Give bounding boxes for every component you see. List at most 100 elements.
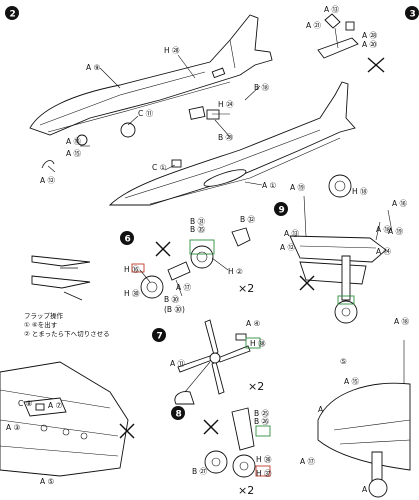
engine-cowl-part [231,227,251,247]
wing-part-c8 [35,403,45,411]
label-h6-right: H ② [228,267,243,276]
step-7-badge [152,328,166,342]
label-b27: B ㉗ [192,467,208,476]
step-7-number: 7 [157,332,163,342]
label-h36: H ㊱ [256,455,272,464]
left-fuselage-half [29,14,273,136]
lower-gear-wheel [368,478,388,498]
step-3-part-top [324,13,341,29]
label-a19-r: A ⑲ [388,227,404,236]
label-b31: B ㉛ [190,217,206,226]
label-a1: A ① [262,181,277,190]
label-h30: H ㉚ [124,289,140,298]
label-b28: B ㉘ [218,133,234,142]
propeller-hub [209,352,221,364]
engine-front-cylinders [140,275,164,299]
engine-rear-cylinders [190,245,214,269]
label-a7-left: A ⑦ [48,401,63,410]
step-6-number: 6 [125,235,131,245]
exhaust-panel [203,169,247,187]
label-a11: A ⑪ [170,359,186,368]
label-a-top: A ⑬ [324,5,340,14]
flap-note-line-1: ① ⑥を出す [24,320,58,329]
engine-mount-part [167,261,191,281]
label-c1: C ① [152,163,167,172]
gear-strut-9 [341,255,351,301]
label-b30: B ㉚ [164,295,180,304]
control-stick-base [76,134,88,146]
prop-shaft-part [235,333,247,341]
wing-gear-bay-cutout [23,397,67,417]
label-h18: H ⑱ [352,187,368,196]
flap-note-title: フラップ操作 [24,311,64,320]
propeller-blade-1 [204,319,219,356]
label-a9: A ⑨ [86,63,101,72]
multiplier-step-8: ×2 [238,484,254,497]
label-c-lower: C ⑪ [138,109,154,118]
label-a14-9: A ⑭ [376,247,392,256]
label-b32: B ㉜ [240,215,256,224]
right-fuselage-half [108,81,356,206]
label-a12-9: A ⑫ [280,243,296,252]
multiplier-step-7: ×2 [248,380,264,393]
step-3-number: 3 [410,10,416,20]
lower-gear-bay [317,382,411,471]
multiplier-step-6: ×2 [238,282,254,295]
label-h24: H ㉔ [218,100,234,109]
spinner-part [174,391,195,405]
label-h6-left: H ⑯ [124,265,140,274]
flap-detail-lower [31,275,91,289]
label-a16: A ⑯ [66,137,82,146]
tail-gear-part [211,67,226,79]
step-2-badge [5,6,19,20]
label-a4: A ④ [246,319,261,328]
label-a5: A ⑤ [40,477,55,486]
step-9-badge [274,202,288,216]
step-3-part-small [345,21,355,31]
wing-section [0,361,129,477]
label-b25: B ㉕ [254,409,270,418]
step-6-badge [120,231,134,245]
label-b18: B ⑱ [254,83,270,92]
step-3-partial: 3 A ⑬ A ㉘ A ⑳ A ㉑ [306,5,419,73]
wheel-left [204,450,228,474]
lower-gear-strut [371,451,383,483]
landing-gear-strut [231,407,255,451]
wheel-right [232,454,256,478]
label-c8: C ⑧ [18,399,33,408]
pilot-seat-part [120,122,136,138]
main-wheel-9 [334,300,358,324]
label-a18-r: A ⑱ [394,317,410,326]
canopy-clip-part [171,159,182,168]
step-2-number: 2 [10,10,16,20]
flap-operation-note: フラップ操作 ① ⑥を出す ② とまったら下へ切りさせる [24,255,110,338]
step-8-badge [171,406,185,420]
radiator-part [206,109,220,120]
label-a19: A ⑲ [290,183,306,192]
label-b35: B ㉟ [190,225,206,234]
label-a15: A ⑮ [66,149,82,158]
lower-left-wing-view: C ⑧ A ⑦ A ③ A ⑤ [0,361,135,486]
label-a17: A ⑰ [176,283,192,292]
label-h38: H ㊳ [250,339,266,348]
label-a12-left: A ⑫ [40,176,56,185]
step-8-number: 8 [176,410,182,420]
label-a18-9: A ⑱ [376,225,392,234]
right-edge-gear-view: A ⑯ A ⑲ A ⑱ ⑤ A ⑮ A ⑬ A ⑰ A ⑫ [300,199,411,498]
label-b26: B ㉖ [254,417,270,426]
label-a15-r: A ⑮ [344,377,360,386]
label-a17-r: A ⑰ [300,457,316,466]
label-circle-s: ⑤ [340,357,347,366]
label-a3: A ③ [6,423,21,432]
label-a21: A ㉑ [306,21,322,30]
step-2-fuselage: 2 A ⑨ H ㉘ B ⑱ H ㉔ B ㉘ C ⑪ [5,6,356,206]
label-a28: A ㉘ [362,31,378,40]
propeller-blade-2 [217,345,251,363]
step-9-landing-gear: 9 A ⑲ H ⑱ A ⑬ A ⑭ A ⑫ A ⑱ [274,174,392,324]
wheel-well-part [289,235,387,263]
flap-detail-upper [31,255,91,267]
label-h28: H ㉘ [164,46,180,55]
step-8-wheels: 8 B ㉕ B ㉖ H ㊱ H ㊲ B ㉗ ×2 [171,406,272,497]
flap-note-line-2: ② とまったら下へ切りさせる [24,330,110,338]
step-6-engine: 6 B ㉛ B ㉟ B ㉜ H ⑯ H ② A ⑰ H ㉚ B ㉚ (B ㉚) … [120,215,256,314]
